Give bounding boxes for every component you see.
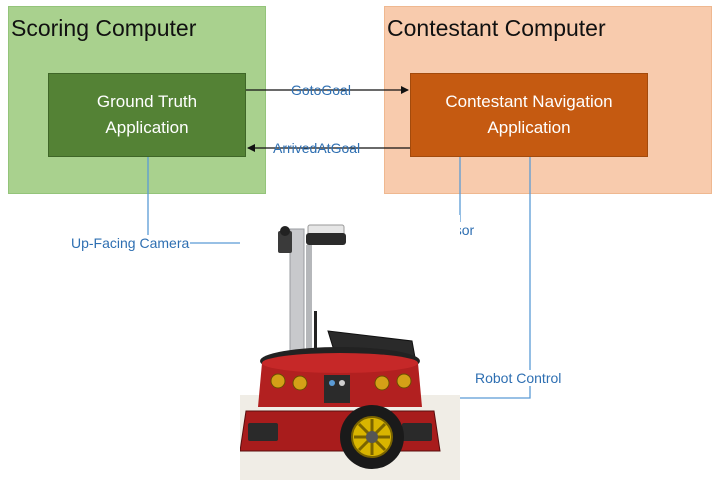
contestant-navigation-application-box: Contestant Navigation Application: [410, 73, 648, 157]
up-facing-camera-label: Up-Facing Camera: [70, 235, 191, 251]
gotogoal-label: GotoGoal: [291, 82, 351, 98]
navigation-label-line2: Application: [487, 118, 571, 137]
ground-truth-application-box: Ground Truth Application: [48, 73, 246, 157]
navigation-label-line1: Contestant Navigation: [445, 92, 613, 111]
scoring-computer-title: Scoring Computer: [11, 15, 197, 41]
robot-image: [240, 215, 460, 480]
contestant-computer-title: Contestant Computer: [387, 15, 606, 41]
ground-truth-label-line1: Ground Truth: [96, 92, 198, 111]
arrivedatgoal-label: ArrivedAtGoal: [273, 140, 361, 156]
robot-control-label: Robot Control: [474, 370, 563, 386]
ground-truth-label-line2: Application: [105, 118, 189, 137]
